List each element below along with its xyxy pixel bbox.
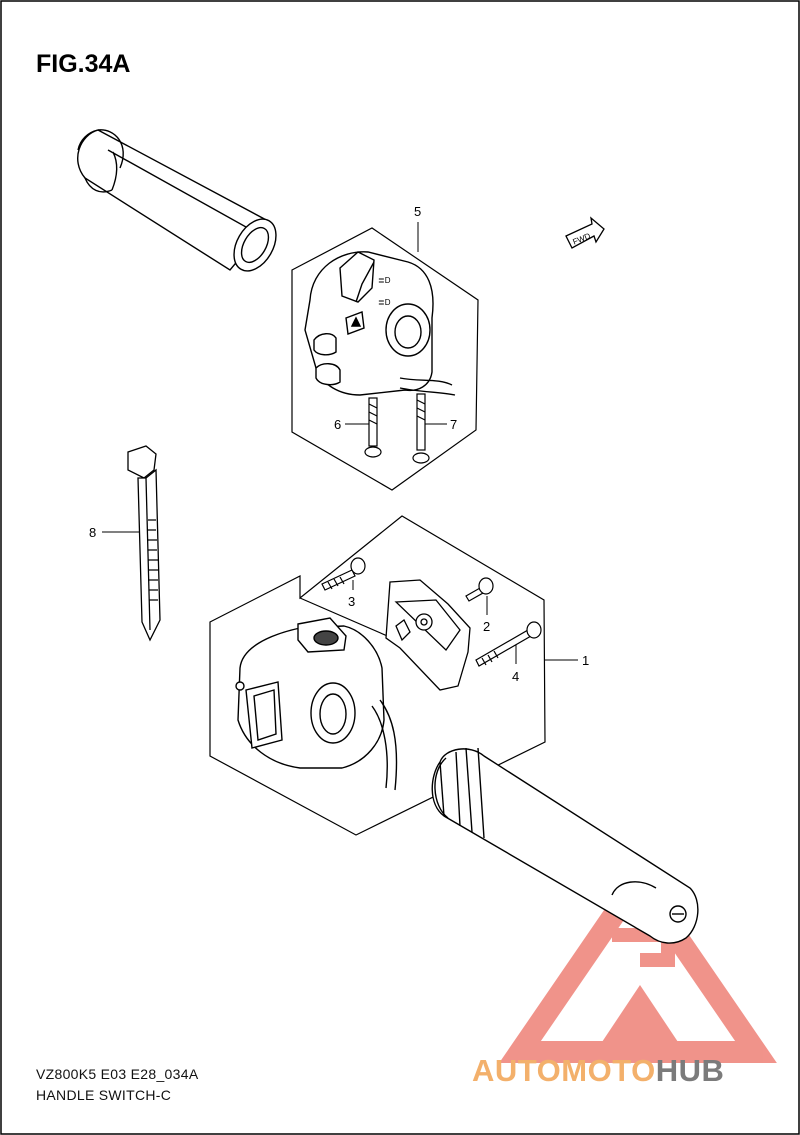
fwd-arrow-icon: FWD	[565, 216, 605, 252]
callout-2: 2	[483, 619, 490, 634]
screw-4	[475, 621, 542, 667]
switch-clamp-bracket	[385, 579, 471, 691]
diagram-code: VZ800K5 E03 E28_034A	[36, 1066, 199, 1082]
screw-7	[412, 393, 430, 464]
callout-leaders	[102, 222, 578, 664]
svg-text:≣D: ≣D	[378, 276, 391, 285]
left-handle-grip	[77, 129, 277, 272]
watermark-wordmark: AUTOMOTOHUB	[472, 1053, 724, 1089]
callout-8: 8	[89, 525, 96, 540]
watermark-logo	[499, 860, 777, 1063]
diagram-name: HANDLE SWITCH-C	[36, 1087, 172, 1103]
svg-text:≣D: ≣D	[378, 298, 391, 307]
callout-6: 6	[334, 417, 341, 432]
right-handle-switch-1	[235, 617, 398, 791]
switch-assembly-5-frame	[291, 227, 479, 491]
watermark-text-moto: MOTO	[561, 1053, 656, 1088]
callout-1: 1	[582, 653, 589, 668]
screw-6	[364, 397, 382, 458]
watermark-text-auto: AUTO	[472, 1053, 562, 1088]
screw-2	[465, 577, 494, 602]
callout-4: 4	[512, 669, 519, 684]
left-handle-switch-5: ≣D ≣D	[304, 251, 456, 396]
figure-title: FIG.34A	[36, 50, 131, 78]
watermark-text-hub: HUB	[655, 1053, 725, 1088]
callout-3: 3	[348, 594, 355, 609]
switch-assembly-1-frame	[209, 515, 546, 836]
callout-7: 7	[450, 417, 457, 432]
right-throttle-grip	[431, 747, 699, 944]
cable-tie-8	[127, 445, 161, 642]
callout-5: 5	[414, 204, 421, 219]
screw-3	[321, 557, 366, 591]
